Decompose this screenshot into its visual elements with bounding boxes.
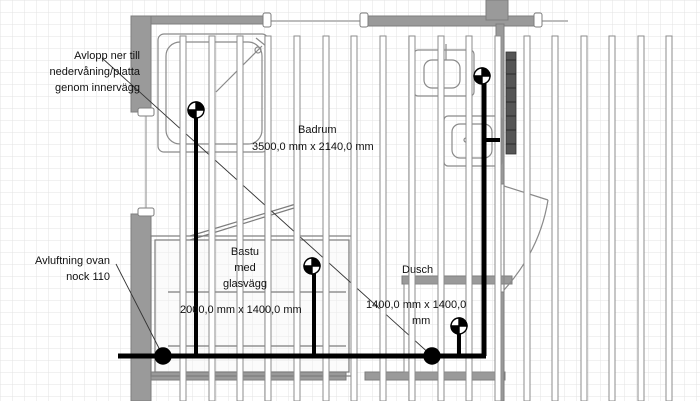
- wall-top-thin: [269, 20, 362, 22]
- sauna-label: Bastu med glasvägg: [220, 244, 270, 292]
- roof-stud: [465, 35, 473, 401]
- wall-radiator: [505, 51, 517, 155]
- wall-left-lower: [130, 213, 152, 401]
- roof-stud: [437, 35, 445, 401]
- vent-junction: [154, 347, 172, 365]
- wall-top-chimney: [485, 0, 509, 21]
- roof-stud: [293, 35, 301, 401]
- sauna-name-line-3: glasvägg: [222, 278, 268, 290]
- vent-annotation: Avluftning ovan nock 110: [35, 253, 110, 285]
- drain-annotation: Avlopp ner till nedervåning/platta genom…: [49, 48, 140, 96]
- sauna-name-line-1: Bastu: [230, 246, 260, 258]
- bathroom-name: Badrum: [298, 124, 337, 136]
- sink-drain: [473, 67, 491, 85]
- roof-stud: [379, 35, 387, 401]
- vent-annotation-line-1: Avluftning ovan: [34, 255, 110, 267]
- wall-top-thin-right: [538, 20, 568, 22]
- drain-junction: [423, 347, 441, 365]
- drain-points: [154, 67, 491, 365]
- roof-stud: [350, 35, 358, 401]
- vent-annotation-line-2: nock 110: [66, 271, 110, 283]
- roof-stud: [236, 35, 244, 401]
- shower-size-line-2: mm: [412, 315, 431, 327]
- roof-stud: [208, 35, 216, 401]
- roof-stud: [608, 35, 616, 401]
- sauna-enclosure: [150, 203, 354, 377]
- roof-stud: [322, 35, 330, 401]
- roof-stud: [179, 35, 187, 401]
- shower-drain: [450, 317, 468, 335]
- roof-stud: [580, 35, 588, 401]
- roof-stud: [523, 35, 531, 401]
- roof-stud: [665, 35, 673, 401]
- roof-stud: [494, 35, 502, 401]
- wall-top-left: [130, 15, 270, 25]
- sauna-size: 2000,0 mm x 1400,0 mm: [180, 304, 302, 316]
- roof-stud: [637, 35, 645, 401]
- bathroom-size: 3500,0 mm x 2140,0 mm: [252, 141, 374, 153]
- roof-stud: [551, 35, 559, 401]
- roof-studs: [179, 35, 673, 401]
- sauna-name-line-2: med: [234, 262, 256, 274]
- shower-name: Dusch: [402, 264, 434, 276]
- wall-top-right: [361, 15, 539, 27]
- roof-stud: [264, 35, 272, 401]
- shower-size-line-1: 1400,0 mm x 1400,0: [366, 299, 467, 311]
- sauna-drain: [303, 257, 321, 275]
- vent-leader: [115, 263, 164, 357]
- drain-annotation-line-2: nedervåning/platta: [49, 66, 140, 78]
- bathtub-drain: [187, 101, 205, 119]
- drain-annotation-line-3: genom innervägg: [54, 82, 140, 94]
- drain-annotation-line-1: Avlopp ner till: [74, 50, 140, 62]
- roof-stud: [408, 35, 416, 401]
